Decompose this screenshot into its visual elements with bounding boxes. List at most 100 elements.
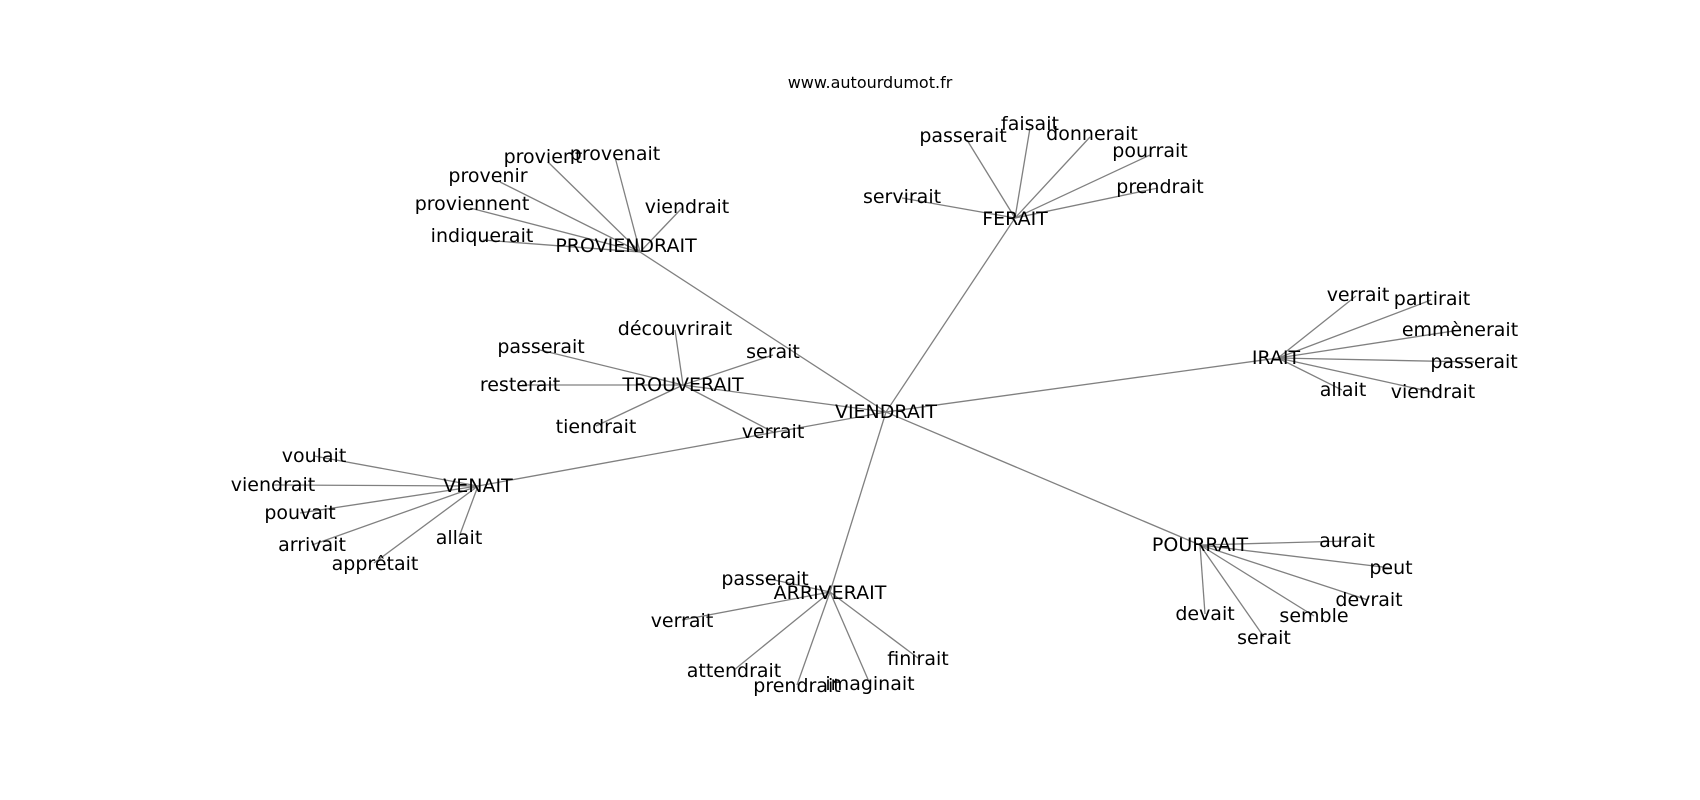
leaf-node-proviendrait-2: provenir — [448, 165, 527, 187]
leaf-node-arriverait-5: imaginait — [825, 673, 914, 695]
edge-arriverait-5 — [829, 591, 871, 685]
edge-pourrait-1 — [1199, 544, 1392, 569]
hub-node-pourrait: POURRAIT — [1152, 534, 1249, 556]
leaf-node-pourrait-4: semble — [1279, 605, 1348, 627]
leaf-node-proviendrait-4: proviennent — [415, 193, 530, 215]
edge-pourrait-2 — [1199, 544, 1369, 601]
leaf-node-ferait-0: faisait — [1001, 113, 1059, 135]
edge-center-proviendrait — [639, 251, 887, 413]
edge-trouverait-4 — [595, 384, 684, 427]
edge-venait-4 — [458, 485, 479, 538]
leaf-node-venait-3: arrivait — [278, 534, 346, 556]
edge-trouverait-1 — [539, 349, 684, 386]
edge-irait-1 — [1277, 299, 1432, 359]
edge-trouverait-5 — [682, 384, 774, 433]
leaf-node-irait-0: verrait — [1327, 284, 1390, 306]
leaf-node-trouverait-5: verrait — [742, 421, 805, 443]
edge-arriverait-1 — [681, 591, 831, 621]
leaf-node-arriverait-3: attendrait — [687, 660, 782, 682]
leaf-node-irait-4: allait — [1320, 379, 1367, 401]
edge-center-irait — [885, 357, 1279, 413]
leaf-node-venait-1: viendrait — [231, 474, 316, 496]
edge-venait-2 — [299, 485, 479, 514]
edge-ferait-4 — [1014, 187, 1159, 219]
leaf-node-ferait-1: passerait — [919, 125, 1006, 147]
leaf-node-ferait-4: prendrait — [1116, 176, 1203, 198]
hub-node-trouverait: TROUVERAIT — [621, 374, 744, 396]
edge-center-pourrait — [885, 411, 1201, 546]
leaf-node-trouverait-2: serait — [746, 341, 800, 363]
leaf-node-irait-5: viendrait — [1391, 381, 1476, 403]
edge-ferait-0 — [1014, 127, 1031, 219]
center-node-label: VIENDRAIT — [835, 401, 937, 423]
hub-node-irait: IRAIT — [1252, 347, 1301, 369]
hub-node-proviendrait: PROVIENDRAIT — [555, 235, 697, 257]
leaf-node-venait-0: voulait — [282, 445, 347, 467]
leaf-node-arriverait-1: verrait — [651, 610, 714, 632]
edge-arriverait-3 — [733, 591, 831, 671]
edge-arriverait-4 — [796, 591, 831, 686]
edge-proviendrait-4 — [469, 207, 641, 253]
edge-center-arriverait — [829, 411, 887, 593]
leaf-node-proviendrait-3: viendrait — [645, 196, 730, 218]
leaf-node-irait-3: passerait — [1430, 351, 1517, 373]
leaf-node-pourrait-1: peut — [1369, 557, 1412, 579]
edge-proviendrait-2 — [499, 181, 641, 253]
edge-venait-1 — [271, 484, 479, 487]
leaf-node-trouverait-4: tiendrait — [556, 416, 637, 438]
edge-pourrait-0 — [1199, 540, 1348, 546]
leaf-node-trouverait-3: resterait — [480, 374, 560, 396]
edge-pourrait-5 — [1199, 544, 1265, 638]
edge-pourrait-4 — [1199, 544, 1315, 617]
edge-irait-4 — [1277, 357, 1343, 391]
leaf-node-pourrait-5: serait — [1237, 627, 1291, 649]
edge-pourrait-3 — [1199, 544, 1206, 615]
leaf-node-proviendrait-1: provenait — [570, 143, 660, 165]
leaf-node-proviendrait-5: indiquerait — [431, 225, 534, 247]
edge-ferait-3 — [1014, 154, 1151, 219]
leaf-node-arriverait-0: passerait — [721, 568, 808, 590]
leaf-node-trouverait-0: découvrirait — [618, 318, 732, 340]
edge-proviendrait-1 — [614, 156, 641, 253]
hub-node-arriverait: ARRIVERAIT — [774, 582, 887, 604]
edge-ferait-1 — [966, 139, 1016, 219]
leaf-node-pourrait-2: devrait — [1335, 589, 1402, 611]
edge-center-ferait — [885, 217, 1016, 413]
hub-node-ferait: FERAIT — [982, 208, 1048, 230]
leaf-node-arriverait-2: finirait — [887, 648, 948, 670]
edge-center-venait — [477, 411, 887, 487]
edge-venait-5 — [373, 485, 479, 564]
leaf-node-pourrait-0: aurait — [1319, 530, 1375, 552]
edge-proviendrait-3 — [639, 207, 683, 253]
leaf-node-proviendrait-0: provient — [504, 146, 583, 168]
edge-venait-0 — [313, 455, 479, 487]
edge-arriverait-0 — [764, 577, 831, 593]
leaf-node-ferait-5: servirait — [863, 186, 941, 208]
leaf-node-pourrait-3: devait — [1175, 603, 1234, 625]
edge-irait-3 — [1277, 357, 1475, 363]
edge-trouverait-0 — [674, 329, 684, 386]
leaf-node-trouverait-1: passerait — [497, 336, 584, 358]
leaf-node-irait-2: emmènerait — [1402, 319, 1518, 341]
edge-venait-3 — [311, 485, 479, 546]
edge-center-trouverait — [682, 384, 887, 413]
graph-labels: www.autourdumot.fr VIENDRAIT PROVIENDRAIT… — [231, 73, 1518, 697]
graph-edges — [271, 127, 1475, 686]
leaf-node-ferait-3: pourrait — [1112, 140, 1187, 162]
leaf-node-irait-1: partirait — [1394, 288, 1470, 310]
hub-node-venait: VENAIT — [443, 475, 513, 497]
edge-trouverait-2 — [682, 354, 774, 386]
site-url: www.autourdumot.fr — [788, 73, 953, 92]
edge-ferait-2 — [1014, 136, 1091, 219]
edge-arriverait-2 — [829, 591, 919, 659]
leaf-node-arriverait-4: prendrait — [753, 675, 840, 697]
leaf-node-ferait-2: donnerait — [1046, 123, 1138, 145]
edge-ferait-5 — [901, 197, 1016, 219]
edge-proviendrait-0 — [547, 161, 641, 253]
leaf-node-venait-4: allait — [436, 527, 483, 549]
edge-proviendrait-5 — [482, 239, 641, 253]
edge-irait-2 — [1277, 329, 1461, 359]
leaf-node-venait-5: apprêtait — [332, 553, 419, 575]
edge-irait-0 — [1277, 295, 1357, 359]
